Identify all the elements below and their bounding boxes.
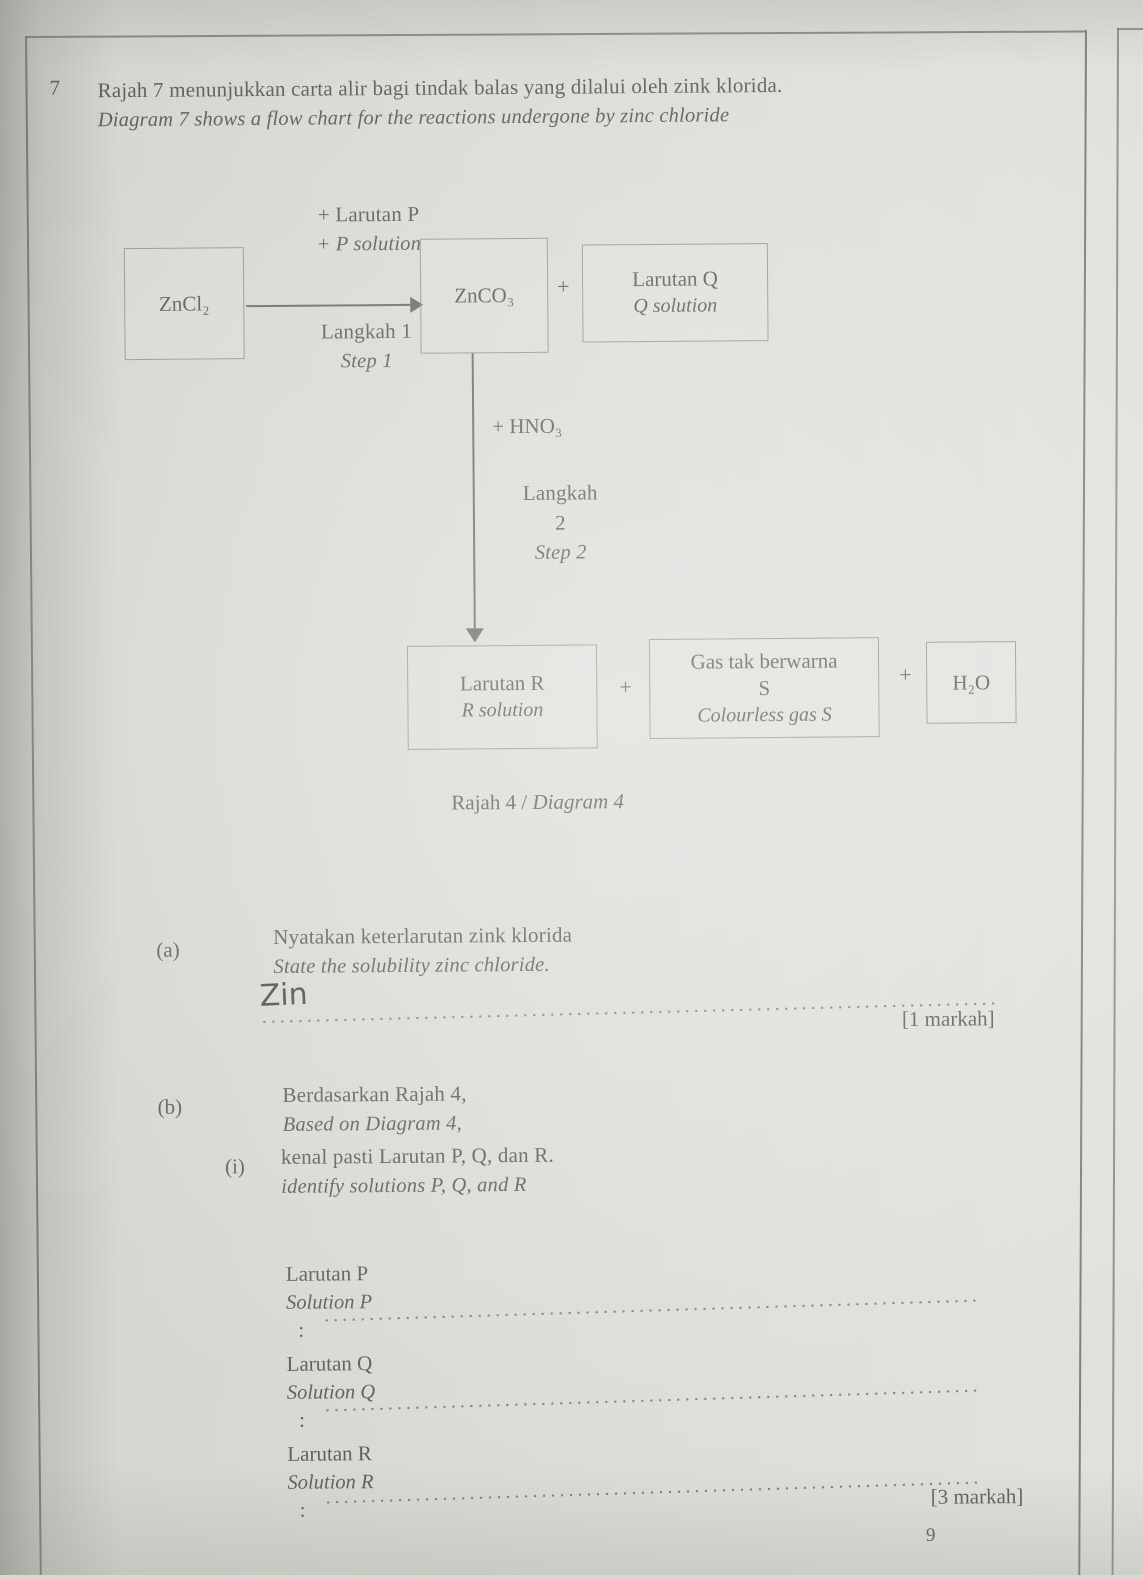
diagram-caption-english: Diagram 4 [532,789,625,814]
flow-box-znco3-label: ZnCO₃ [454,283,515,308]
flow-box-water: H₂O [925,641,1017,724]
part-b-english: Based on Diagram 4, [282,1112,462,1136]
part-a-text: Nyatakan keterlarutan zink klorida State… [273,920,572,982]
solution-q-english: Q solution [633,294,718,318]
horizontal-arrow-line [246,303,419,308]
solution-r-english: R solution [461,698,544,722]
answer-block-solution-r: Larutan R Solution R : [287,1434,1027,1522]
flow-box-water-label: H₂O [952,669,991,695]
part-b-i-malay: kenal pasti Larutan P, Q, dan R. [280,1142,554,1169]
step2-number: 2 [555,510,566,535]
flow-box-solution-r: Larutan R R solution [406,644,598,750]
part-b-i-english: identify solutions P, Q, and R [281,1173,527,1198]
page-number: 9 [925,1524,936,1546]
part-a-marks: [1 markah] [901,1006,995,1032]
flow-box-zncl2-label: ZnCl₂ [158,290,210,316]
flow-chart-diagram: ZnCl₂ + Larutan P + P solution Langkah 1… [123,201,1017,815]
reagent-p-malay: + Larutan P [317,201,420,227]
part-b-label: (b) [157,1094,183,1119]
diagram-caption-malay: Rajah 4 / [451,789,528,815]
arrow-label-step-2: Langkah 2 Step 2 [468,477,654,568]
part-b-i-label: (i) [224,1154,245,1179]
part-b-text: Berdasarkan Rajah 4, Based on Diagram 4, [282,1078,467,1139]
gas-malay-line2: S [758,675,771,700]
plus-sign-3: + [899,661,912,688]
part-b-marks: [3 markah] [930,1484,1024,1509]
part-b-malay: Berdasarkan Rajah 4, [282,1081,467,1107]
answer-q-colon: : [298,1407,305,1432]
solution-q-malay: Larutan Q [632,266,719,292]
flow-box-colourless-gas: Gas tak berwarna S Colourless gas S [648,637,880,739]
answer-r-colon: : [299,1497,306,1522]
answer-p-colon: : [298,1317,305,1342]
reagent-nitric-acid: + HNO₃ [492,413,563,439]
plus-sign-1: + [557,273,570,299]
part-a-label: (a) [156,937,180,962]
gas-malay-line1: Gas tak berwarna [690,648,838,674]
plus-sign-2: + [619,674,632,700]
part-a-english: State the solubility zinc chloride. [273,953,550,978]
vertical-arrow-head [465,628,484,643]
gas-english: Colourless gas S [697,703,832,727]
flow-box-solution-q: Larutan Q Q solution [581,243,769,343]
part-a-answer-line[interactable] [259,1001,1000,1025]
part-a-answer-area[interactable]: Zin [259,977,1020,1014]
solution-r-malay: Larutan R [459,670,545,696]
step2-english: Step 2 [534,541,587,564]
part-a-malay: Nyatakan keterlarutan zink klorida [273,922,573,949]
flow-box-zinc-chloride: ZnCl₂ [123,247,245,361]
part-b-i-text: kenal pasti Larutan P, Q, dan R. identif… [281,1140,554,1202]
flow-box-zinc-carbonate: ZnCO₃ [419,237,549,354]
part-a-handwritten-answer: Zin [258,976,309,1014]
step2-malay: Langkah [522,480,598,505]
diagram-caption: Rajah 4 / Diagram 4 [0,786,1075,819]
